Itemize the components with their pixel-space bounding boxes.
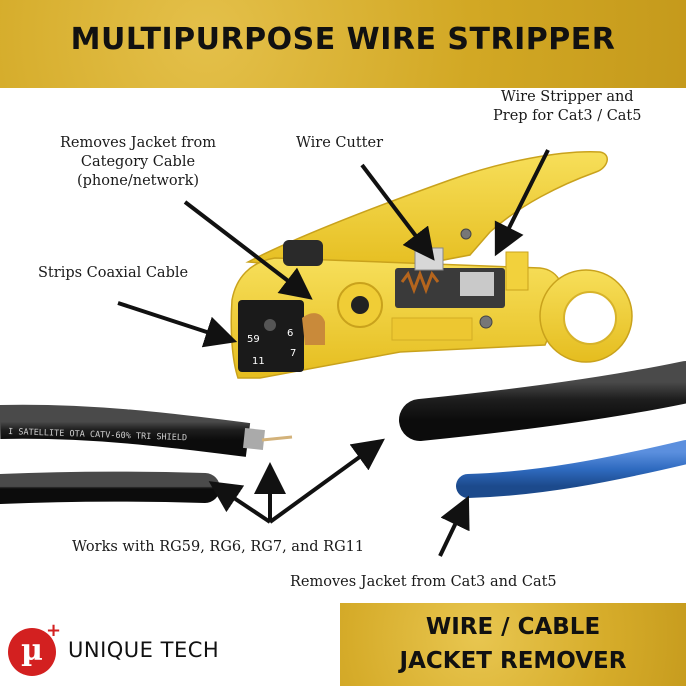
arrow-rg-right bbox=[268, 438, 385, 524]
tool-coax-block bbox=[238, 300, 304, 372]
tool-marking: 59 bbox=[247, 334, 260, 345]
tool-pivot-center bbox=[351, 296, 369, 314]
tool-ring-hole bbox=[563, 291, 617, 345]
coax-cable-short bbox=[0, 471, 220, 504]
callout-jacket-category: Removes Jacket from Category Cable (phon… bbox=[60, 135, 216, 189]
tool-prep-slot bbox=[505, 251, 529, 291]
arrow-cat-jacket bbox=[438, 495, 470, 557]
tool-label-recess bbox=[391, 317, 473, 341]
tool-marking: 6 bbox=[287, 328, 293, 339]
callout-arrows bbox=[117, 149, 550, 557]
tool-blade bbox=[460, 272, 494, 296]
tool-coax-hole bbox=[264, 319, 276, 331]
callout-coax: Strips Coaxial Cable bbox=[38, 265, 189, 281]
top-banner bbox=[0, 0, 686, 88]
cat-cable-black bbox=[399, 361, 686, 441]
page-title: MULTIPURPOSE WIRE STRIPPER bbox=[70, 22, 616, 57]
tool-marking: 11 bbox=[252, 356, 265, 367]
callout-wire-cutter: Wire Cutter bbox=[296, 135, 384, 151]
tool-knob bbox=[283, 240, 323, 266]
arrow-stripper-prep bbox=[494, 149, 550, 257]
product-label-line1: WIRE / CABLE bbox=[425, 614, 601, 640]
arrow-rg-left bbox=[208, 481, 272, 524]
coax-cable-stripped bbox=[0, 404, 293, 457]
bottom-banner bbox=[340, 603, 686, 686]
tool-spring bbox=[400, 269, 440, 295]
cat-cable-blue bbox=[456, 440, 686, 498]
brand-name: UNIQUE TECH bbox=[68, 638, 220, 662]
tool-screw bbox=[479, 315, 493, 329]
arrow-coax bbox=[117, 301, 238, 348]
tool-marking: 7 bbox=[290, 348, 296, 359]
brand-logo-icon: µ bbox=[8, 628, 56, 676]
tool-cutter-notch bbox=[414, 247, 444, 271]
product-label-line2: JACKET REMOVER bbox=[399, 648, 627, 674]
tool-screw bbox=[460, 228, 472, 240]
arrow-wire-cutter bbox=[360, 163, 435, 261]
arrow-jacket-category bbox=[183, 200, 313, 300]
callout-cat-jacket: Removes Jacket from Cat3 and Cat5 bbox=[290, 574, 557, 590]
brand-logo-plus: + bbox=[46, 620, 62, 641]
tool-upper-handle bbox=[245, 151, 608, 273]
callout-stripper-prep: Wire Stripper and Prep for Cat3 / Cat5 bbox=[493, 89, 642, 124]
tool-copper-blade bbox=[302, 313, 325, 345]
callout-rg-types: Works with RG59, RG6, RG7, and RG11 bbox=[72, 539, 365, 555]
stripper-tool bbox=[230, 151, 633, 379]
